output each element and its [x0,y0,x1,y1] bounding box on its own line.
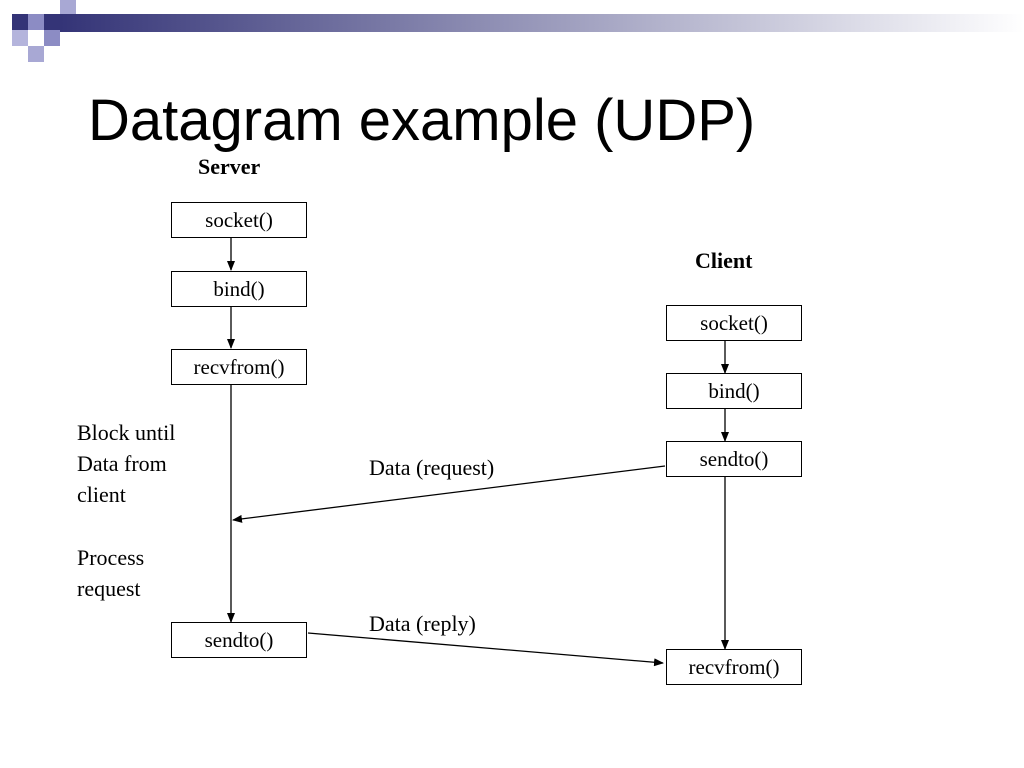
server-sendto-box: sendto() [171,622,307,658]
reply-message-label: Data (reply) [369,611,476,636]
process-request-note: Process request [77,542,144,604]
deco-square [28,46,44,62]
deco-square [12,30,28,46]
header-gradient-bar [60,14,1024,32]
header-decoration [0,0,1024,64]
client-socket-box: socket() [666,305,802,341]
note-line: Process [77,545,145,570]
note-line: Data from [77,451,167,476]
deco-square [44,30,60,46]
reply-message-arrow [307,632,664,667]
client-recvfrom-box: recvfrom() [666,649,802,685]
deco-square [28,14,44,30]
note-line: Block until [77,420,176,445]
note-line: request [77,576,141,601]
client-sendto-box: sendto() [666,441,802,477]
request-message-arrow [232,465,666,523]
server-label: Server [198,154,261,179]
client-label: Client [695,248,753,273]
client-bind-box: bind() [666,373,802,409]
block-until-note: Block until Data from client [77,417,175,510]
note-line: client [77,482,126,507]
deco-square [12,14,28,30]
server-bind-box: bind() [171,271,307,307]
server-recvfrom-box: recvfrom() [171,349,307,385]
request-message-label: Data (request) [369,455,495,480]
deco-square [60,0,76,14]
server-socket-box: socket() [171,202,307,238]
deco-square [44,14,60,30]
slide-title: Datagram example (UDP) [88,88,756,153]
